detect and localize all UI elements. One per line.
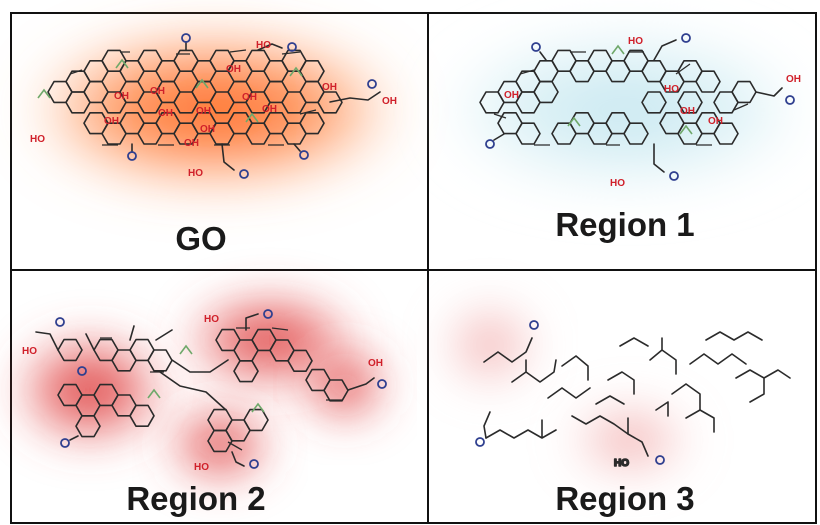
svg-text:HO: HO [614, 458, 629, 469]
svg-text:OH: OH [368, 358, 383, 369]
go-molecule: HO OH HO OH OH OH OH OH OH OH OH OH OH O… [30, 33, 397, 179]
svg-text:OH: OH [226, 64, 241, 75]
svg-text:OH: OH [184, 138, 199, 149]
region2-glow-bottom [165, 405, 275, 485]
figure-frame [10, 12, 817, 524]
svg-text:HO: HO [610, 178, 625, 189]
svg-text:HO: HO [22, 346, 37, 357]
svg-text:OH: OH [786, 74, 801, 85]
region1-glow [440, 30, 810, 190]
svg-text:OH: OH [322, 82, 337, 93]
svg-text:OH: OH [196, 106, 211, 117]
panel-label-go: GO [175, 220, 226, 257]
svg-text:HO: HO [256, 40, 271, 51]
svg-text:HO: HO [628, 36, 643, 47]
svg-text:HO: HO [194, 462, 209, 473]
svg-text:OH: OH [504, 90, 519, 101]
panel-label-region-2: Region 2 [126, 480, 265, 517]
panel-region-2: HO HO OH HO Region 2 [10, 290, 390, 517]
region2-molecule: HO HO OH HO [22, 309, 387, 473]
svg-text:OH: OH [680, 106, 695, 117]
svg-text:HO: HO [204, 314, 219, 325]
svg-text:OH: OH [104, 116, 119, 127]
svg-text:HO: HO [188, 168, 203, 179]
svg-text:OH: OH [200, 124, 215, 135]
panel-go: HO OH HO OH OH OH OH OH OH OH OH OH OH O… [25, 30, 405, 257]
svg-text:OH: OH [114, 91, 129, 102]
svg-text:OH: OH [708, 116, 723, 127]
region3-glow-top [435, 295, 545, 395]
region2-glow-left [10, 330, 170, 450]
region1-molecule: HO OH HO OH HO OH OH [479, 33, 801, 189]
panel-label-region-3: Region 3 [555, 480, 694, 517]
region3-chains: HO [475, 320, 791, 470]
panel-region-1: HO OH HO OH HO OH OH Region 1 [440, 30, 810, 243]
svg-text:OH: OH [242, 92, 257, 103]
svg-text:OH: OH [382, 96, 397, 107]
svg-text:HO: HO [664, 84, 679, 95]
svg-text:OH: OH [158, 108, 173, 119]
svg-text:OH: OH [150, 86, 165, 97]
region3-glow-bottom [560, 395, 700, 485]
panel-label-region-1: Region 1 [555, 206, 694, 243]
svg-text:OH: OH [262, 104, 277, 115]
panel-region-3: HO Region 3 [435, 295, 791, 517]
svg-text:HO: HO [30, 134, 45, 145]
